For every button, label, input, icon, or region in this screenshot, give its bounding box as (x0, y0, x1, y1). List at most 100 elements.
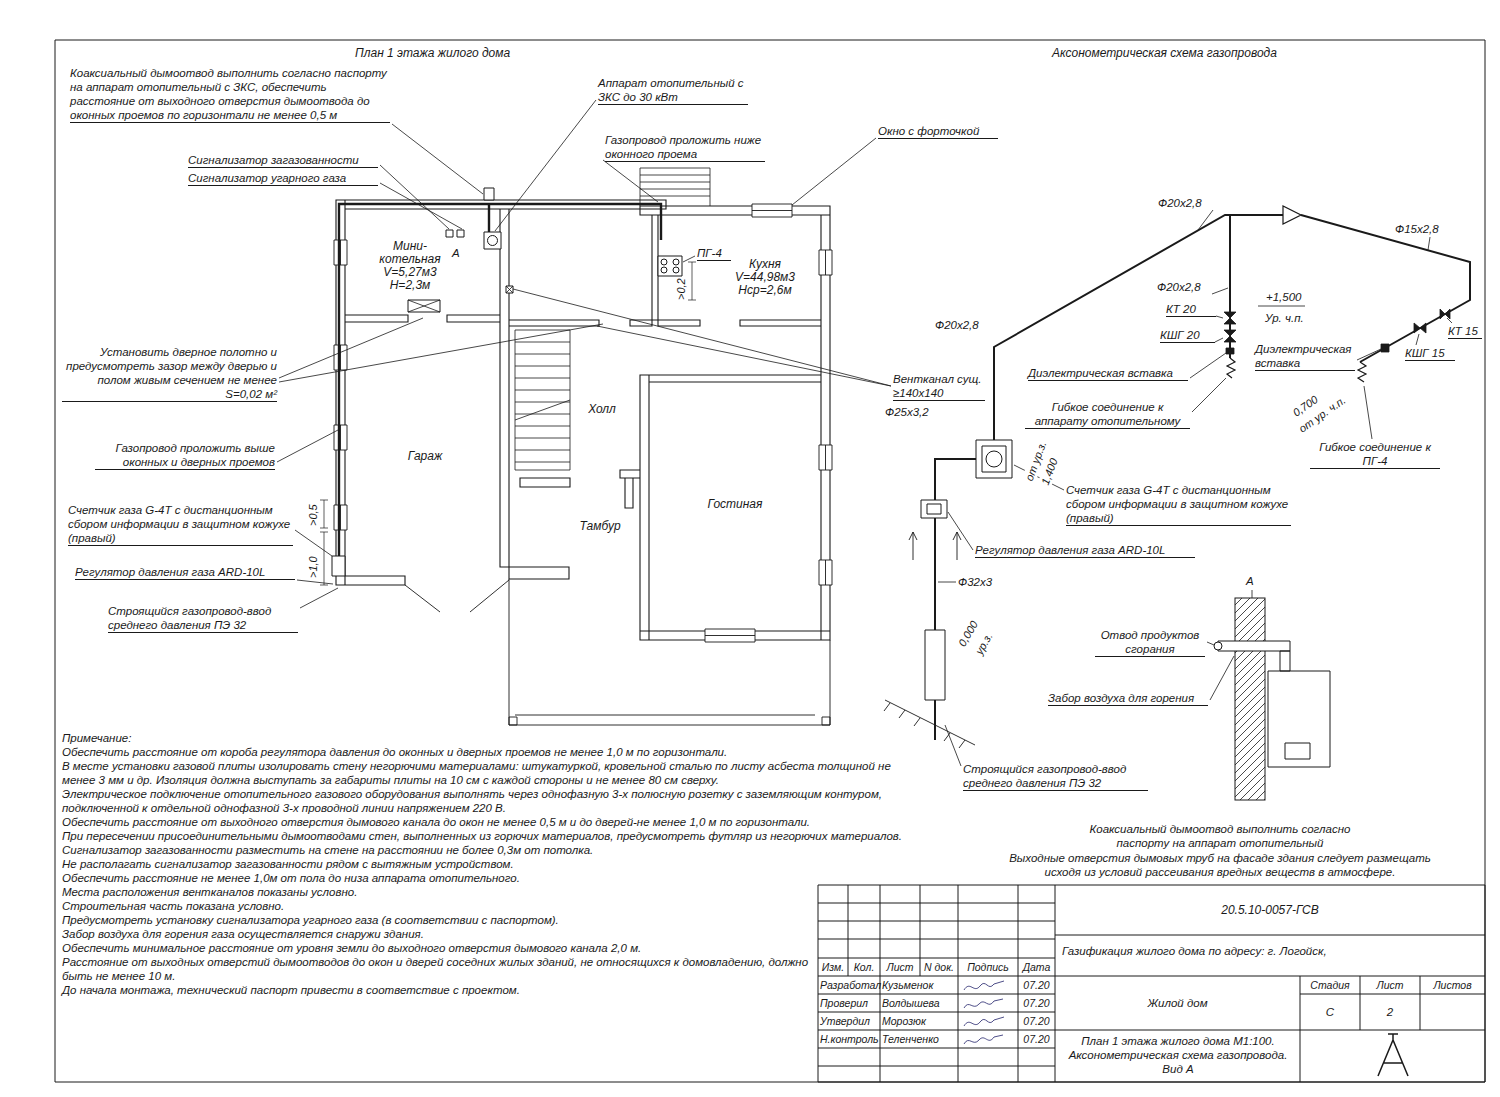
signature (964, 981, 1004, 1044)
title-block-cell: N док. (920, 960, 958, 974)
burner-symbol (661, 259, 667, 265)
title-block-cell: Волдышева (882, 996, 958, 1010)
sheet-frame (55, 40, 1485, 1082)
callout-text: Коаксиальный дымоотвод выполнить согласн… (70, 66, 390, 123)
room-name: Мини- котельная (375, 240, 445, 266)
sheet-heading: Аксонометрическая схема газопровода (1052, 46, 1352, 60)
callout-text: Счетчик газа G-4Т с дистанционным сбором… (1066, 483, 1291, 526)
room-label: Гараж (385, 450, 465, 463)
note-text: Электрическое подключение отопительного … (62, 787, 922, 815)
callout-text: Диэлектрическая вставка (1028, 366, 1188, 381)
dimension-text: Ф15х2,8 (1395, 222, 1450, 236)
dimension-text: Ф20х2,8 (1158, 196, 1213, 210)
note-text: Обеспечить минимальное расстояние от уро… (62, 941, 812, 955)
room-name: Гостиная (690, 498, 780, 511)
dimension-text: Ф25х3,2 (885, 405, 943, 419)
dimension-text: +1,500 (1266, 290, 1311, 304)
ground-line (884, 700, 975, 748)
title-block-cell: С (1300, 1005, 1360, 1019)
note-text: Обеспечить расстояние не менее 1,0м от п… (62, 871, 812, 885)
note-text: Строительная часть показана условно. (62, 899, 812, 913)
callout-text: КТ 15 (1448, 324, 1482, 339)
callout-text: КШГ 20 (1160, 328, 1215, 343)
stair (515, 168, 710, 470)
company-logo (1378, 1034, 1408, 1076)
plain-note: Выходные отверстия дымовых труб на фасад… (995, 851, 1445, 879)
room-name: Холл (572, 403, 632, 416)
callout-text: Отвод продуктов сгорания (1095, 628, 1205, 657)
flue-terminal (1214, 642, 1222, 650)
callout-text: Забор воздуха для горения (1048, 691, 1208, 706)
callout-text: КШГ 15 (1405, 346, 1455, 361)
title-block-cell: 07.20 (1018, 1032, 1055, 1046)
title-block-cell: Разработал (820, 978, 880, 992)
notes-block: Примечание:Обеспечить расстояние от коро… (62, 731, 922, 997)
dimension-text: Ф32х3 (958, 575, 1003, 589)
flow-arrow (909, 532, 961, 560)
note-text: Расстояние от выходных отверстий дымоотв… (62, 955, 812, 983)
title-block-cell: Кузьменок (882, 978, 958, 992)
dimension-text: >1,0 (306, 556, 320, 578)
terrace-outline (405, 579, 830, 725)
title-block-cell: Кол. (848, 960, 880, 974)
burner-symbol (673, 267, 679, 273)
view-mark: А (1246, 574, 1260, 588)
note-text: Забор воздуха для горения газа осуществл… (62, 927, 812, 941)
wall (336, 200, 830, 640)
room-parameters: V=5,27м3 Н=2,3м (375, 266, 445, 292)
leader-line (277, 100, 1452, 766)
callout-text: Установить дверное полотно и предусмотре… (62, 345, 277, 402)
room-label: Тамбур (570, 520, 630, 533)
burner-symbol (673, 259, 679, 265)
title-block-cell: 07.20 (1018, 996, 1055, 1010)
title-block-cell: Подпись (958, 960, 1018, 974)
title-block-cell: Н.контроль (820, 1032, 880, 1046)
title-block-cell: Стадия (1300, 978, 1360, 992)
notes-heading: Примечание: (62, 731, 922, 745)
room-label: Гостиная (690, 498, 780, 511)
title-block-cell: План 1 этажа жилого дома М1:100. Аксоном… (1058, 1034, 1298, 1076)
title-block-cell: Проверил (820, 996, 880, 1010)
title-block-cell: Газификация жилого дома по адресу: г. Ло… (1062, 944, 1482, 958)
callout-text: Вентканал сущ. ≥140х140 (893, 372, 985, 401)
callout-text: Сигнализатор угарного газа (188, 171, 378, 186)
note-text: Обеспечить расстояние от короба регулято… (62, 745, 922, 759)
title-block-cell: Листов (1420, 978, 1485, 992)
callout-text: Регулятор давления газа ARD-10L (75, 565, 295, 580)
callout-text: Строящийся газопровод-ввод среднего давл… (963, 762, 1148, 791)
room-name: Кухня (725, 258, 805, 271)
dimension-text: >0,2 (674, 278, 688, 300)
burner-symbol (661, 267, 667, 273)
title-block-cell: Теленченко (882, 1032, 958, 1046)
room-label: КухняV=44,98м3 Нср=2,6м (725, 258, 805, 297)
callout-text: ПГ-4 (697, 246, 731, 261)
note-text: Обеспечить расстояние от выходного отвер… (62, 815, 922, 829)
callout-text: Окно с форточкой (878, 124, 998, 139)
dimension-text: Ф20х2,8 (1157, 280, 1212, 294)
title-block-grid (818, 885, 1485, 1082)
callout-text: Газопровод проложить ниже оконного проем… (605, 133, 765, 162)
title-block-cell: Жилой дом (1055, 996, 1300, 1010)
view-mark: А (452, 246, 466, 260)
note-text: Места расположения вентканалов показаны … (62, 885, 812, 899)
title-block-cell: 20.5.10-0057-ГСВ (1055, 903, 1485, 917)
callout-text: Счетчик газа G-4Т с дистанционным сбором… (68, 503, 293, 546)
note-text: Не располагать сигнализатор загазованнос… (62, 857, 812, 871)
wall-section (1235, 598, 1265, 800)
title-block-cell: 2 (1360, 1005, 1420, 1019)
room-parameters: V=44,98м3 Нср=2,6м (725, 271, 805, 297)
callout-text: Регулятор давления газа ARD-10L (975, 543, 1195, 558)
meter-symbol (921, 440, 1012, 700)
callout-text: Гибкое соединение к ПГ-4 (1310, 440, 1440, 469)
plain-note: Коаксиальный дымоотвод выполнить согласн… (1080, 822, 1360, 850)
callout-text: Диэлектрическая вставка (1255, 342, 1355, 371)
coaxial-flue (1218, 641, 1330, 767)
callout-text: Строящийся газопровод-ввод среднего давл… (108, 604, 298, 633)
dimension-text: Ф20х2,8 (935, 318, 987, 332)
note-text: Сигнализатор загазованности разместить н… (62, 843, 812, 857)
dimension-text: Ур. ч.п. (1265, 311, 1320, 325)
callout-text: КТ 20 (1166, 302, 1216, 317)
room-name: Тамбур (570, 520, 630, 533)
note-text: При пересечении присоединительными дымоо… (62, 829, 922, 843)
